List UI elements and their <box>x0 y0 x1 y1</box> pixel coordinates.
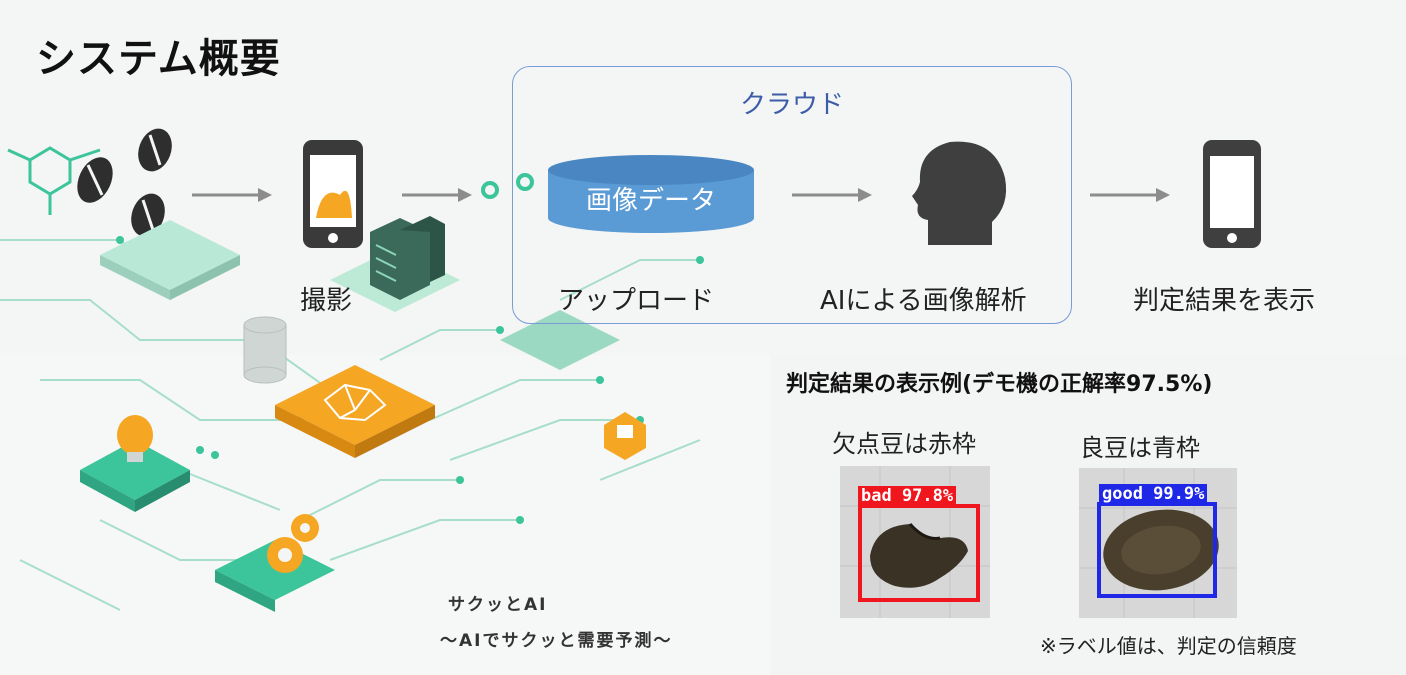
image-database-cylinder <box>548 155 754 233</box>
ai-head-icon <box>912 141 1007 245</box>
brand-tagline: 〜AIでサクッと需要予測〜 <box>440 631 673 651</box>
lightbulb-graphic <box>117 415 153 462</box>
small-gears-graphic <box>481 173 534 199</box>
bad-bean-caption: 欠点豆は赤枠 <box>832 430 976 458</box>
server-rack-graphic <box>370 216 445 300</box>
flow-arrows <box>192 188 1170 202</box>
good-detection-label: good 99.9% <box>1099 484 1208 504</box>
molecule-graphic <box>7 146 101 215</box>
image-database-label: 画像データ <box>585 186 716 216</box>
smartphone-capture-graphic <box>303 140 363 248</box>
brand-name: サクッとAI <box>448 595 548 615</box>
good-bean-image <box>1079 468 1237 618</box>
circuit-lines <box>0 239 701 611</box>
example-section-title: 判定結果の表示例(デモ機の正解率97.5%) <box>786 372 1213 397</box>
bad-bean-image <box>840 466 990 618</box>
bad-detection-label: bad 97.8% <box>858 486 957 506</box>
ai-chip-graphic <box>275 365 435 458</box>
confidence-footnote: ※ラベル値は、判定の信頼度 <box>1040 634 1297 658</box>
step-ai-analysis-label: AIによる画像解析 <box>820 286 1027 316</box>
good-bean-caption: 良豆は青枠 <box>1080 434 1200 462</box>
smartphone-result-icon <box>1203 140 1261 248</box>
page-title: システム概要 <box>36 36 281 82</box>
isometric-pads <box>80 220 620 612</box>
lock-graphic <box>604 412 646 460</box>
step-display-result-label: 判定結果を表示 <box>1133 286 1316 316</box>
coffee-beans-graphic <box>77 128 172 237</box>
step-upload-label: アップロード <box>558 286 715 316</box>
database-graphic <box>243 316 287 384</box>
cloud-boundary <box>512 66 1072 324</box>
good-bean-photo <box>1079 468 1237 618</box>
step-capture-label: 撮影 <box>300 286 353 316</box>
cloud-label: クラウド <box>739 90 844 120</box>
